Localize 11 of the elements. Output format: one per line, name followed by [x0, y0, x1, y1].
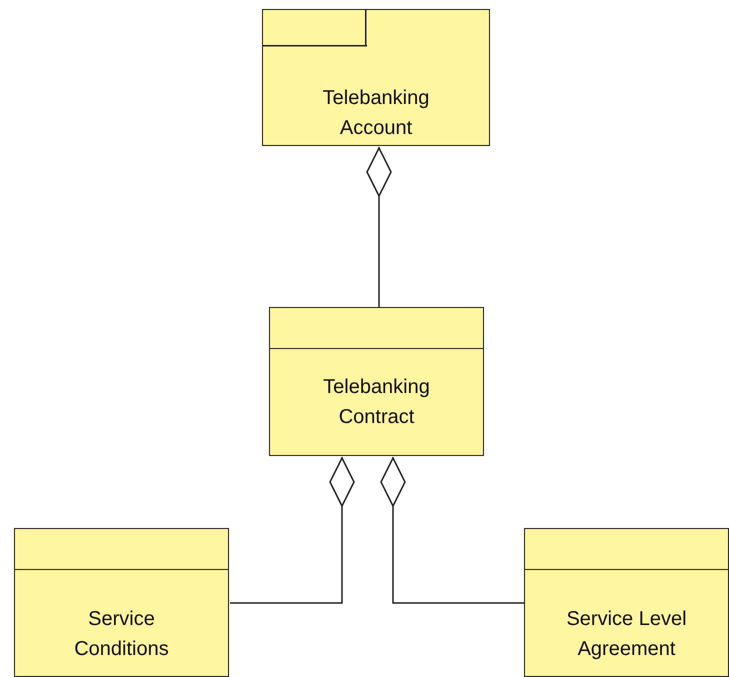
contract-box [14, 528, 229, 677]
aggregation-connector [366, 147, 392, 307]
node-label: Service Conditions [73, 607, 170, 662]
aggregation-connector [230, 457, 355, 604]
node-label: Telebanking Contract [322, 375, 431, 430]
product-box [262, 9, 490, 146]
contract-box [269, 307, 484, 456]
aggregation-connector [380, 457, 524, 604]
node-label: Telebanking Account [322, 86, 430, 140]
node-label: Service Level Agreement [565, 607, 688, 662]
contract-box [524, 528, 729, 677]
